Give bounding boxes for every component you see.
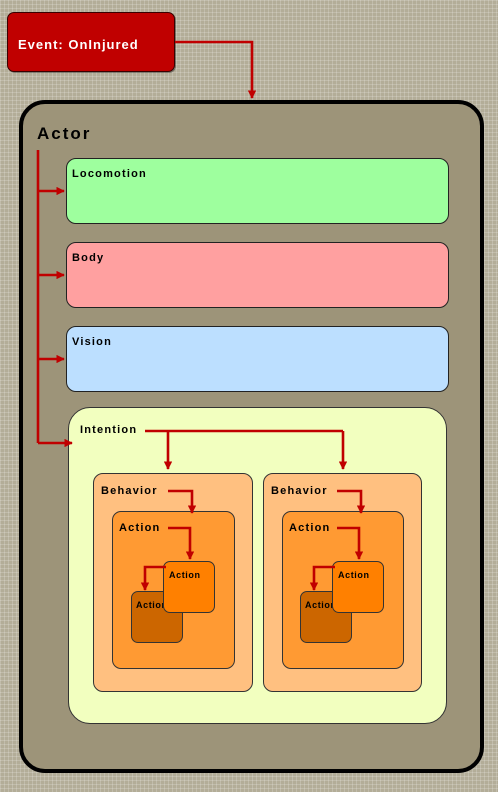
- arrow-nested-2-to-back: [309, 565, 335, 591]
- event-onInjured-box: Event: OnInjured: [7, 12, 175, 72]
- action-label-1: Action: [119, 522, 161, 534]
- action-label-2: Action: [289, 522, 331, 534]
- event-label: Event: OnInjured: [18, 37, 139, 52]
- intention-label: Intention: [80, 424, 138, 436]
- body-box: Body: [66, 242, 449, 308]
- nested-action-front-label-2: Action: [338, 570, 370, 580]
- nested-action-front-1: Action: [163, 561, 215, 613]
- arrow-event-to-actor: [175, 40, 257, 99]
- nested-action-back-label-2: Action: [305, 600, 337, 610]
- body-label: Body: [72, 252, 105, 264]
- actor-label: Actor: [37, 124, 92, 143]
- behavior-label-1: Behavior: [101, 485, 158, 497]
- locomotion-box: Locomotion: [66, 158, 449, 224]
- arrow-behavior-1-to-action: [168, 489, 197, 514]
- locomotion-label: Locomotion: [72, 168, 147, 180]
- arrow-behavior-2-to-action: [337, 489, 366, 514]
- vision-label: Vision: [72, 336, 113, 348]
- arrow-nested-1-to-back: [140, 565, 166, 591]
- nested-action-back-1: Action: [131, 591, 183, 643]
- nested-action-front-label-1: Action: [169, 570, 201, 580]
- behavior-label-2: Behavior: [271, 485, 328, 497]
- vision-box: Vision: [66, 326, 449, 392]
- nested-action-back-label-1: Action: [136, 600, 168, 610]
- arrow-action-2-to-nested: [337, 526, 364, 560]
- nested-action-front-2: Action: [332, 561, 384, 613]
- arrow-action-1-to-nested: [168, 526, 195, 560]
